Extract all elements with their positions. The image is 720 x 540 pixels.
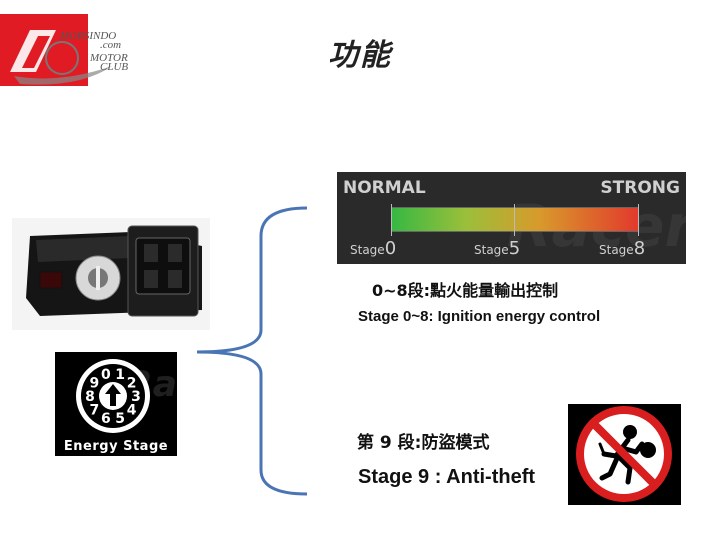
dial-digit: 4: [127, 403, 137, 419]
dial-digit: 2: [127, 376, 137, 392]
stage-9-chinese: 第 9 段:防盜模式: [357, 433, 490, 453]
dial-digit: 5: [115, 411, 125, 427]
stage-tick-0: Stage0: [350, 238, 397, 259]
strong-label: STRONG: [600, 178, 680, 198]
tick-line-0: [391, 204, 392, 236]
logo-text: MORSINDO .com MOTOR CLUB: [60, 30, 129, 73]
stage-9-english: Stage 9 : Anti-theft: [358, 466, 536, 488]
dial-digit: 6: [101, 411, 111, 427]
page-title: 功能: [328, 38, 392, 73]
dial-digit: 3: [131, 389, 141, 405]
cdi-device-image: [12, 218, 210, 330]
energy-stage-label: Energy Stage: [63, 439, 169, 454]
dial-digit: 8: [85, 389, 95, 405]
dial-digit: 0: [101, 367, 111, 383]
tick-line-5: [514, 204, 515, 236]
dial-digit: 1: [115, 367, 125, 383]
dial-digit: 7: [90, 403, 100, 419]
tick-line-8: [638, 204, 639, 236]
stage-tick-5: Stage5: [474, 238, 521, 259]
stage-0-8-chinese: 0~8段:點火能量輸出控制: [372, 281, 559, 300]
stage-tick-8: Stage8: [599, 238, 646, 259]
dial-digit: 9: [90, 376, 100, 392]
energy-gradient-bar: [391, 207, 639, 232]
motorsindo-logo: [0, 14, 112, 86]
energy-stage-bar-panel: Racer NORMAL STRONG Stage0 Stage5 Stage8: [337, 172, 686, 264]
stage-0-8-english: Stage 0~8: Ignition energy control: [358, 308, 601, 325]
grouping-brace: [196, 206, 308, 496]
anti-theft-no-thief-icon: [568, 404, 681, 505]
normal-label: NORMAL: [343, 178, 426, 198]
